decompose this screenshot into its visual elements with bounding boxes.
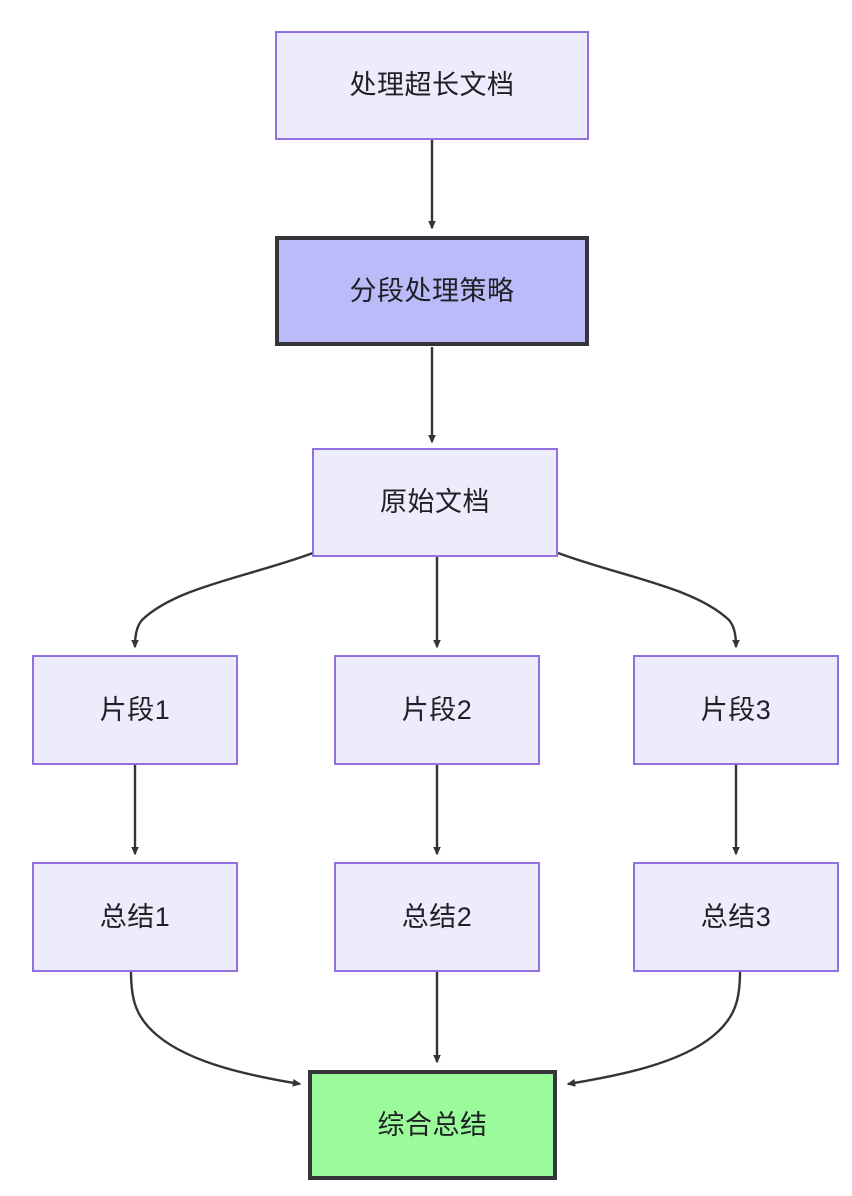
node-fragment-3[interactable]: 片段3: [633, 655, 839, 765]
node-summary-1[interactable]: 总结1: [32, 862, 238, 972]
node-original-document[interactable]: 原始文档: [312, 448, 558, 557]
node-summary-2[interactable]: 总结2: [334, 862, 540, 972]
node-label: 总结3: [700, 901, 772, 932]
edge-n3-n6: [557, 551, 740, 649]
node-label: 总结1: [99, 901, 171, 932]
node-label: 总结2: [401, 901, 473, 932]
node-label: 原始文档: [380, 487, 490, 518]
node-label: 片段3: [700, 694, 772, 725]
node-label: 片段1: [99, 694, 171, 725]
node-label: 综合总结: [377, 1109, 488, 1140]
edge-n3-n4: [131, 551, 314, 649]
node-summary-3[interactable]: 总结3: [633, 862, 839, 972]
node-label: 处理超长文档: [349, 70, 515, 101]
node-chunking-strategy[interactable]: 分段处理策略: [275, 236, 589, 346]
node-label: 片段2: [401, 694, 473, 725]
edge-n7-n10: [129, 971, 302, 1087]
edge-n9-n10: [566, 971, 742, 1087]
node-fragment-2[interactable]: 片段2: [334, 655, 540, 765]
node-label: 分段处理策略: [349, 275, 515, 306]
node-process-long-document[interactable]: 处理超长文档: [275, 31, 589, 140]
node-fragment-1[interactable]: 片段1: [32, 655, 238, 765]
node-comprehensive-summary[interactable]: 综合总结: [308, 1070, 557, 1180]
